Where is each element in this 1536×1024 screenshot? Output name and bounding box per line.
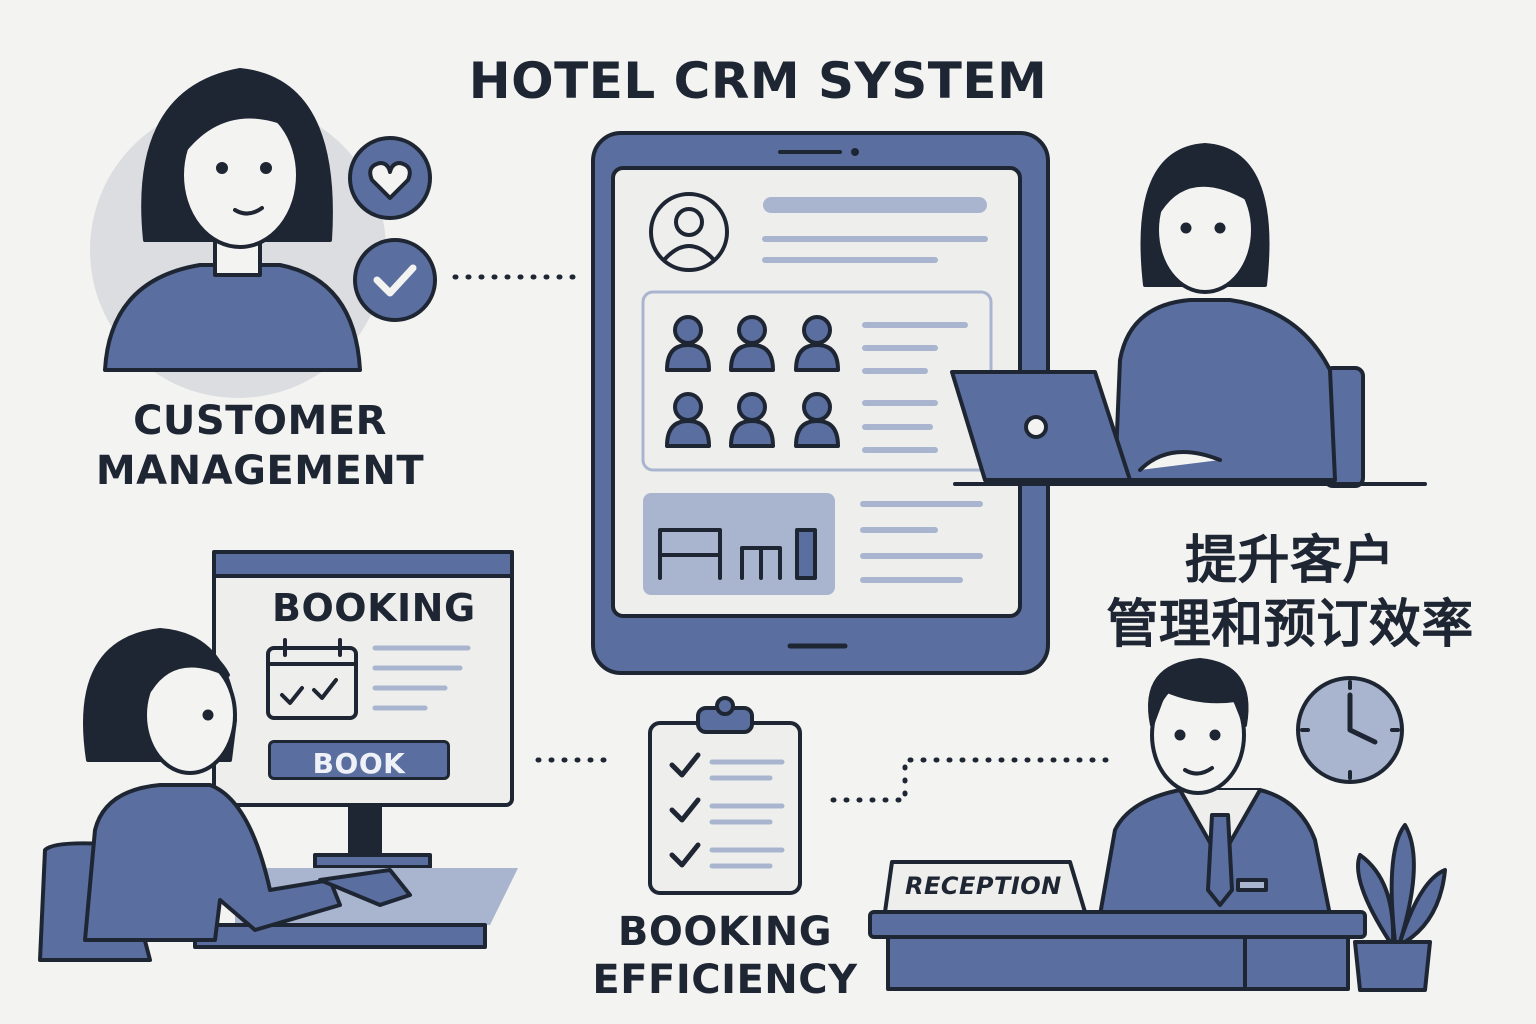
customer-management-line2: MANAGEMENT bbox=[95, 448, 425, 494]
check-circle-icon bbox=[353, 238, 437, 322]
book-button[interactable]: BOOK bbox=[268, 740, 450, 780]
booking-efficiency-label: BOOKING EFFICIENCY bbox=[575, 908, 875, 1004]
chinese-caption-line1: 提升客户 bbox=[1184, 531, 1395, 591]
booking-efficiency-line1: BOOKING bbox=[617, 909, 833, 955]
page-title: HOTEL CRM SYSTEM bbox=[468, 52, 1048, 110]
guest-icons bbox=[665, 315, 840, 448]
receptionist-figure bbox=[1098, 658, 1332, 917]
connector-dots bbox=[452, 274, 1113, 803]
laptop-woman-figure bbox=[950, 143, 1427, 488]
reception-sign: RECEPTION bbox=[905, 872, 1062, 900]
customer-woman-figure bbox=[90, 68, 386, 398]
heart-icon bbox=[348, 136, 432, 220]
reception-desk bbox=[868, 860, 1367, 991]
clipboard-checklist-icon bbox=[648, 696, 802, 895]
bed-icon bbox=[658, 528, 722, 580]
clock-icon bbox=[1296, 676, 1404, 784]
plant-icon bbox=[1353, 823, 1447, 992]
chinese-caption-line2: 管理和预订效率 bbox=[1106, 595, 1474, 655]
crm-tablet bbox=[591, 131, 1050, 675]
booking-screen-heading: BOOKING bbox=[272, 586, 476, 630]
customer-management-line1: CUSTOMER bbox=[133, 398, 387, 444]
customer-management-label: CUSTOMER MANAGEMENT bbox=[60, 396, 460, 496]
booking-efficiency-line2: EFFICIENCY bbox=[592, 957, 858, 1003]
